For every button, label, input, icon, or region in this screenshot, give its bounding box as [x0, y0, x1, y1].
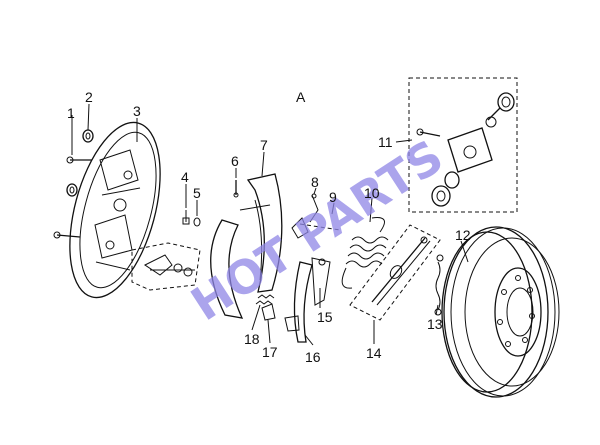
spring-part-18 — [255, 294, 275, 305]
spring-part-13 — [434, 254, 444, 316]
washer-part-5 — [193, 217, 201, 227]
clip-part-9 — [291, 217, 341, 239]
callout-3: 3 — [133, 103, 141, 119]
wheel-cylinder-part-11 — [408, 77, 518, 213]
callout-16: 16 — [305, 349, 321, 365]
callout-4: 4 — [181, 169, 189, 185]
adjuster-strut-part-14 — [349, 224, 441, 321]
clip-part-17 — [261, 303, 300, 332]
callout-14: 14 — [366, 345, 382, 361]
watermark-text: HOT PARTS — [182, 129, 453, 331]
callout-18: 18 — [244, 331, 260, 347]
callout-2: 2 — [85, 89, 93, 105]
callout-8: 8 — [311, 174, 319, 190]
callout-6: 6 — [231, 153, 239, 169]
callout-9: 9 — [329, 189, 337, 205]
callout-15: 15 — [317, 309, 333, 325]
view-label: A — [296, 89, 306, 105]
callout-1: 1 — [67, 105, 75, 121]
callout-7: 7 — [260, 137, 268, 153]
lever-part-16 — [293, 261, 313, 343]
callout-11: 11 — [378, 134, 393, 150]
backing-plate — [69, 121, 161, 299]
spring-part-10 — [341, 217, 389, 289]
callout-12: 12 — [455, 227, 471, 243]
leader-lines — [71, 103, 469, 346]
pin-part-6 — [233, 180, 239, 198]
callout-10: 10 — [364, 185, 380, 201]
callout-13: 13 — [427, 316, 443, 332]
brake-shoes-part-7 — [210, 173, 283, 319]
adjuster-group — [131, 242, 201, 291]
bolt-part-1 — [53, 156, 92, 239]
callout-17: 17 — [262, 344, 278, 360]
lever-part-15 — [311, 257, 331, 306]
callout-5: 5 — [193, 185, 201, 201]
brake-drum-part-12 — [441, 226, 560, 398]
pin-part-4 — [182, 210, 190, 225]
